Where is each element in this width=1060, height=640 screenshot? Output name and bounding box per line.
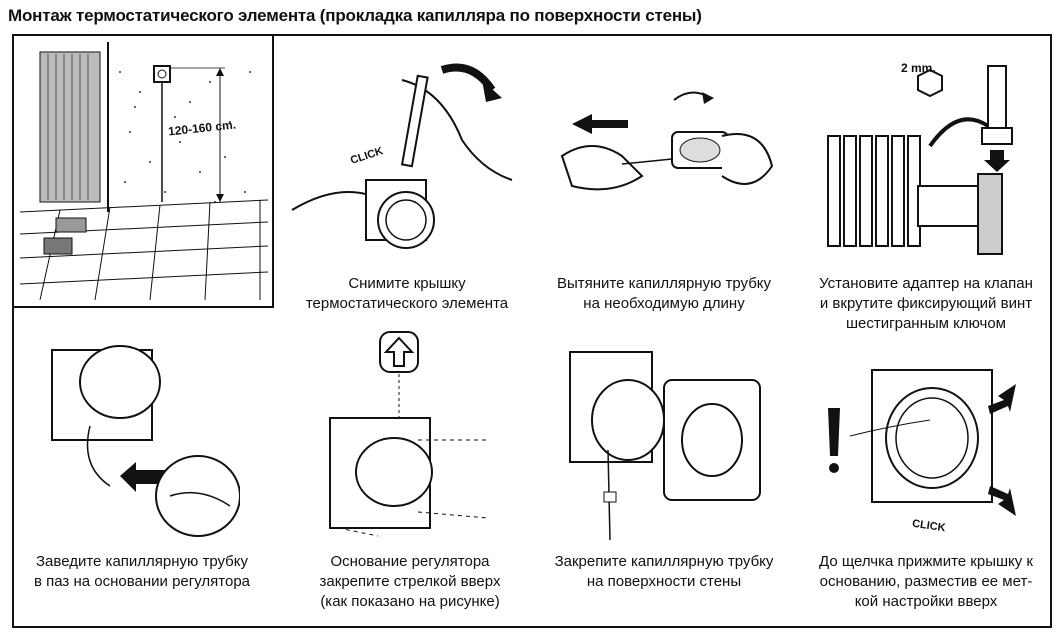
caption-line: в паз на основании регулятора [33,573,251,590]
step-5-caption: Основание регулятора закрепите стрелкой … [300,552,520,612]
caption-line: Снимите крышку [348,275,466,292]
caption-line: закрепите стрелкой вверх [319,573,501,590]
page-title: Монтаж термостатического элемента (прокл… [8,6,702,25]
caption-line: кой настройки вверх [854,593,998,610]
caption-line: До щелчка прижмите крышку к [819,553,1033,570]
caption-line: Установите адаптер на клапан [819,275,1033,292]
remove-cover-illustration [282,50,522,260]
room-illustration-panel [12,34,274,308]
caption-line: Закрепите капиллярную трубку [554,553,774,570]
caption-line: термостатического элемента [305,295,509,312]
caption-line: (как показано на рисунке) [320,593,500,610]
room-wall-illustration [20,42,268,300]
install-adapter-illustration [818,46,1028,266]
step-1-caption: Снимите крышку термостатического элемент… [297,274,517,314]
caption-line: основанию, разместив ее мет- [819,573,1033,590]
step-3-caption: Установите адаптер на клапан и вкрутите … [806,274,1046,334]
press-cover-illustration [820,356,1030,536]
caption-line: на необходимую длину [583,295,745,312]
step-2-caption: Вытяните капиллярную трубку на необходим… [548,274,780,314]
hex-key-size-label: 2 mm. [901,61,936,75]
fix-base-illustration [318,322,508,542]
fix-capillary-wall-illustration [560,340,770,540]
instruction-frame [12,34,1052,628]
step-7-caption: До щелчка прижмите крышку к основанию, р… [804,552,1048,612]
step-4-caption: Заведите капиллярную трубку в паз на осн… [18,552,266,592]
caption-line: и вкрутите фиксирующий винт [819,295,1033,312]
caption-line: шестигранным ключом [846,315,1006,332]
caption-line: Основание регулятора [330,553,490,570]
step-6-caption: Закрепите капиллярную трубку на поверхно… [548,552,780,592]
pull-capillary-illustration [552,76,782,226]
insert-capillary-illustration [40,336,240,546]
caption-line: Заведите капиллярную трубку [36,553,248,570]
caption-line: Вытяните капиллярную трубку [556,275,772,292]
caption-line: на поверхности стены [586,573,742,590]
